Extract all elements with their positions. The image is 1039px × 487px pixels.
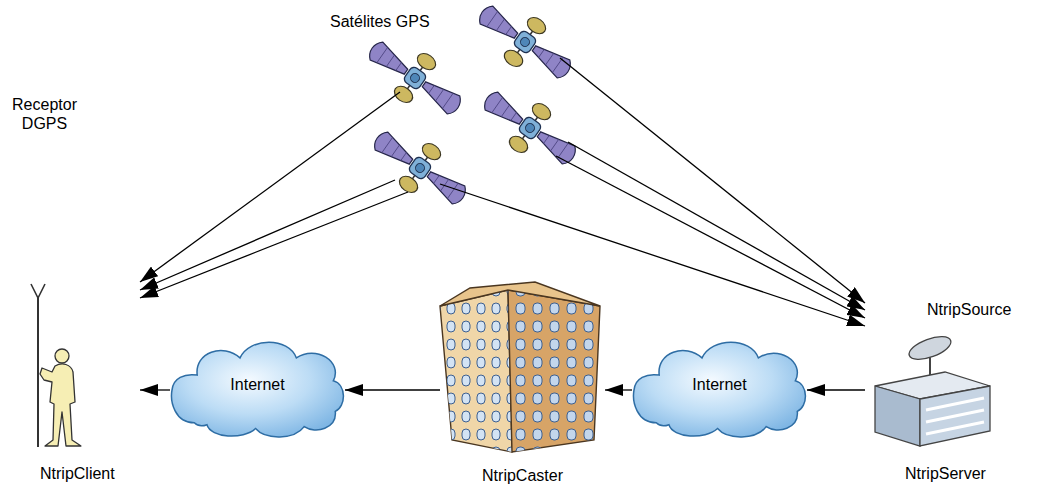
building-windows <box>508 290 600 452</box>
caster-building <box>440 282 600 452</box>
signal-arrow <box>560 58 865 303</box>
satellite-group: Satélites GPS <box>325 8 605 208</box>
data-flow-arrow <box>345 389 440 390</box>
figure-body <box>40 364 81 446</box>
node-label: NtripCaster <box>482 466 563 485</box>
data-flow-arrow <box>605 389 632 390</box>
data-flow-arrow <box>140 389 170 390</box>
antenna-head <box>31 284 45 298</box>
server-front <box>875 386 920 446</box>
surveyor-figure <box>40 349 81 446</box>
internet-cloud: Internet <box>170 335 345 440</box>
building-roof <box>440 282 600 306</box>
signal-arrow <box>568 142 865 310</box>
server-side <box>920 386 990 446</box>
gps-satellite <box>362 116 479 220</box>
signal-arrow <box>140 192 408 298</box>
server-stripes <box>926 398 984 434</box>
node-caption: NtripClient <box>40 464 115 483</box>
dgps-antenna <box>31 284 45 447</box>
signal-arrow <box>140 92 400 282</box>
node-caption: NtripServer <box>905 464 986 483</box>
ntrip-server-device <box>875 332 990 446</box>
node-label: Internet <box>230 375 284 394</box>
signal-arrow <box>140 180 395 290</box>
dish <box>906 332 954 364</box>
node-label: Satélites GPS <box>330 12 430 31</box>
building-side <box>508 290 600 452</box>
gps-satellite <box>467 0 584 94</box>
gps-satellite <box>357 26 474 130</box>
signal-arrow <box>440 184 865 326</box>
ntrip-client: Receptor DGPS NtripClient <box>5 95 140 483</box>
ntrip-caster: NtripCaster <box>440 280 605 485</box>
building-windows <box>440 290 512 452</box>
cloud-outline <box>634 342 806 437</box>
node-label: Internet <box>692 375 746 394</box>
figure-head <box>55 349 69 363</box>
cloud-outline <box>172 342 344 437</box>
node-label: Receptor DGPS <box>7 95 82 133</box>
building-front <box>440 290 512 452</box>
signal-arrow <box>556 156 865 318</box>
antenna-pole <box>37 296 39 447</box>
internet-cloud: Internet <box>632 335 807 440</box>
node-label: NtripSource <box>927 300 1011 319</box>
ntrip-server: NtripSourceNtripServer <box>865 300 1032 483</box>
data-flow-arrow <box>807 389 865 390</box>
